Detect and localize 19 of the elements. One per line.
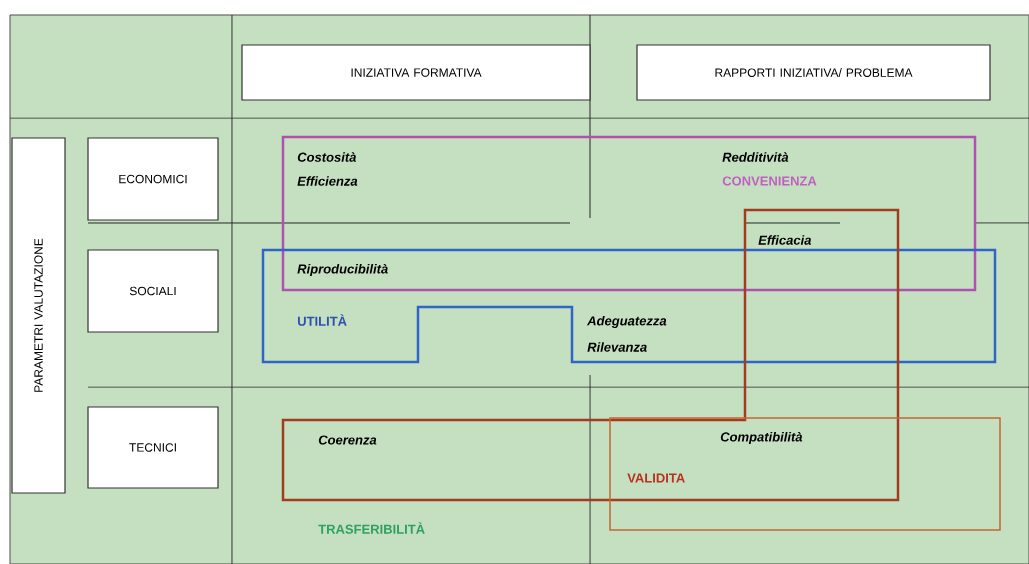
parameter-label: VALIDITA (627, 473, 685, 483)
parameter-label: UTILITÀ (298, 314, 347, 326)
parameter-label: Rilevanza (587, 342, 647, 352)
parameter-label: CONVENIENZA (722, 176, 817, 186)
category-box: ECONOMICI (87, 137, 219, 221)
category-box: PARAMETRI VALUTAZIONE (11, 137, 66, 494)
parameter-label: Compatibilità (720, 431, 803, 445)
category-box: SOCIALI (87, 249, 219, 333)
parameter-label: Efficacia (758, 235, 812, 245)
parameter-label: TRASFERIBILITÀ (318, 522, 425, 534)
category-box: TECNICI (87, 406, 219, 489)
parameter-label: Riproducibilità (297, 263, 388, 277)
category-box: RAPPORTI INIZIATIVA/ PROBLEMA (636, 44, 991, 101)
parameter-label: Efficienza (297, 176, 358, 186)
parameter-label: Redditività (722, 152, 789, 162)
parameter-label: Coerenza (318, 435, 377, 445)
parameter-label: Costosità (297, 152, 357, 162)
category-box: INIZIATIVA FORMATIVA (241, 44, 591, 101)
parameter-label: Adeguatezza (586, 315, 667, 329)
